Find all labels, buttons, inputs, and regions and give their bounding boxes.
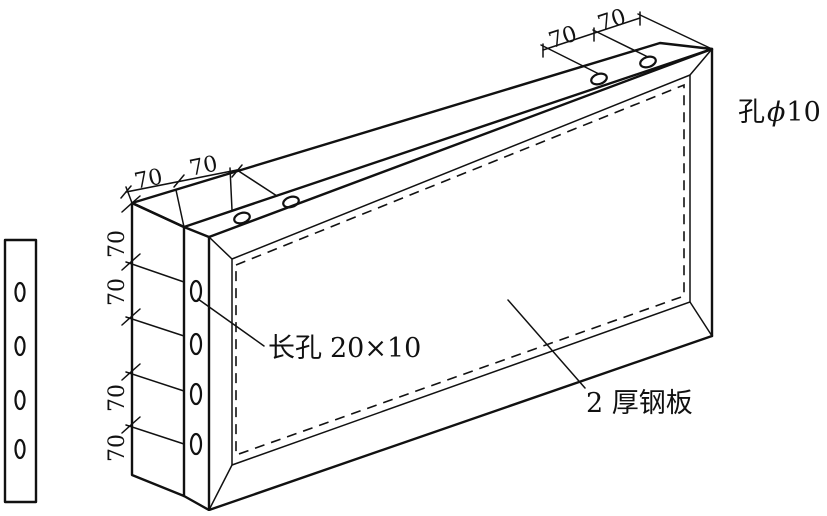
dim-label-v-3: 70 [105,384,130,412]
ext-line-v1 [125,261,185,283]
ext-line-v4 [125,424,185,445]
flange-slot-3 [189,382,203,406]
front-bottom-left-edge [182,494,211,512]
dimension-top-left: 70 70 [120,152,278,228]
tick-v1 [121,253,141,271]
front-top-edge [207,47,714,239]
ext-line-d [236,169,278,197]
hole-label: 孔ϕ10 [738,97,821,128]
ext-line-f [592,29,649,58]
top-hole-4 [639,55,657,69]
slot-label-text: 长孔 [268,333,322,364]
bevel-top-left [208,236,233,260]
box-body [130,41,714,512]
side-slot-3 [14,389,26,411]
slot-leader-line [197,298,265,347]
bevel-bottom-right [689,301,713,337]
box-left-flange [130,201,186,498]
slot-label: 长孔 20×10 [268,333,421,364]
leaders [197,298,586,389]
dim-label-v-4: 70 [105,434,130,462]
tick-v2 [121,308,141,326]
top-hole-3 [590,72,608,86]
dim-label-tr-2: 70 [595,5,629,37]
tick-v4 [121,416,141,434]
dim-label-tl-1: 70 [132,165,165,195]
box-top-face [130,41,714,229]
plate-label: 2 厚钢板 [586,388,693,419]
dim-label-v-1: 70 [105,230,130,258]
front-top-left-edge [182,225,211,239]
front-bottom-edge [207,334,714,512]
ext-line-c [229,167,233,211]
dim-line-top-left [125,169,238,193]
ext-line-v3 [125,371,185,392]
side-elevation-outline [3,238,38,504]
ext-line-g [637,13,713,50]
ext-line-b [175,189,185,228]
hole-diameter-symbol: ϕ [767,97,785,128]
tick-c [231,164,243,178]
tick-b [173,174,185,188]
top-hole-1 [233,211,251,225]
ext-line-v2 [125,316,185,337]
plate-leader-line [507,299,586,389]
dim-label-tr-1: 70 [546,22,580,54]
side-slot-1 [14,281,26,303]
side-elevation [3,238,38,504]
ext-line-e [540,44,600,75]
dim-line-top-right [542,17,641,51]
tick-v0 [121,195,141,213]
side-slot-2 [14,335,26,357]
flange-slots [189,279,203,456]
dim-label-tl-2: 70 [187,152,220,182]
dimension-left-vertical: 70 70 70 70 [105,195,185,476]
hole-label-text: 孔 [738,97,765,128]
flange-slot-4 [189,432,203,456]
top-hole-2 [282,195,300,209]
slot-size-text: 20×10 [330,333,421,364]
tick-a [120,185,132,199]
tick-v3 [121,363,141,381]
flange-slot-1 [189,279,203,303]
hole-size-text: 10 [786,97,820,128]
top-holes [233,55,657,225]
flange-slot-2 [189,332,203,356]
dimension-top-right: 70 70 [540,5,713,75]
dim-label-v-2: 70 [105,278,130,306]
hidden-plate-outline [235,83,685,457]
bevel-bottom-left [208,464,233,511]
bevel-top-right [689,48,713,76]
side-slot-4 [14,438,26,460]
